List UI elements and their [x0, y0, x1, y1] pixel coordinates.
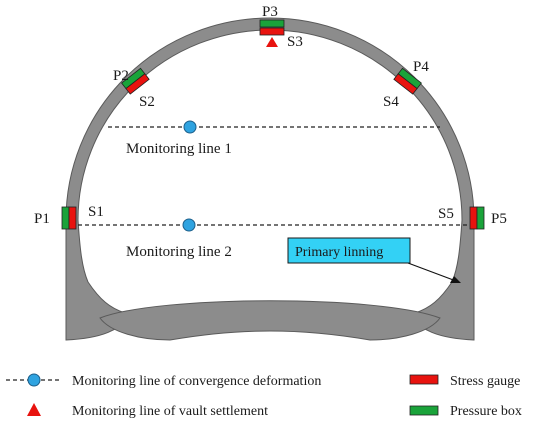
- label-p3: P3: [262, 4, 278, 20]
- legend-pressure-box-label: Pressure box: [450, 404, 522, 419]
- pressure-box-p5: [476, 206, 485, 230]
- callout-arrowhead: [450, 276, 461, 283]
- legend-stress-gauge-swatch: [409, 374, 439, 385]
- legend-convergence-label: Monitoring line of convergence deformati…: [72, 374, 321, 389]
- invert-arch: [99, 300, 441, 341]
- stress-gauge-s1: [68, 206, 77, 230]
- primary-lining-callout-label: Primary linning: [295, 245, 383, 260]
- monitoring-line-2-label: Monitoring line 2: [126, 244, 232, 260]
- label-p5: P5: [491, 211, 507, 227]
- stress-gauge-s5: [469, 206, 478, 230]
- stress-gauge-s4: [393, 73, 418, 95]
- pressure-box-p3: [259, 19, 285, 28]
- label-p1: P1: [34, 211, 50, 227]
- stress-gauge-s3: [259, 27, 285, 36]
- vault-settlement-marker: [266, 37, 278, 47]
- callout-arrow-line: [407, 262, 457, 282]
- legend-convergence-point: [27, 373, 41, 387]
- legend-stress-gauge-label: Stress gauge: [450, 374, 520, 389]
- label-s2: S2: [139, 94, 155, 110]
- monitoring-point-1: [183, 120, 197, 134]
- label-s1: S1: [88, 204, 104, 220]
- monitoring-point-2: [182, 218, 196, 232]
- label-s3: S3: [287, 34, 303, 50]
- legend-vault-label: Monitoring line of vault settlement: [72, 404, 268, 419]
- stress-gauge-s2: [125, 73, 150, 95]
- monitoring-line-1-label: Monitoring line 1: [126, 141, 232, 157]
- label-s5: S5: [438, 206, 454, 222]
- legend-vault-marker: [27, 403, 41, 416]
- legend-pressure-box-swatch: [409, 405, 439, 416]
- label-p4: P4: [413, 59, 429, 75]
- label-p2: P2: [113, 68, 129, 84]
- primary-lining-callout-box: [287, 237, 411, 264]
- pressure-box-p1: [61, 206, 70, 230]
- label-s4: S4: [383, 94, 399, 110]
